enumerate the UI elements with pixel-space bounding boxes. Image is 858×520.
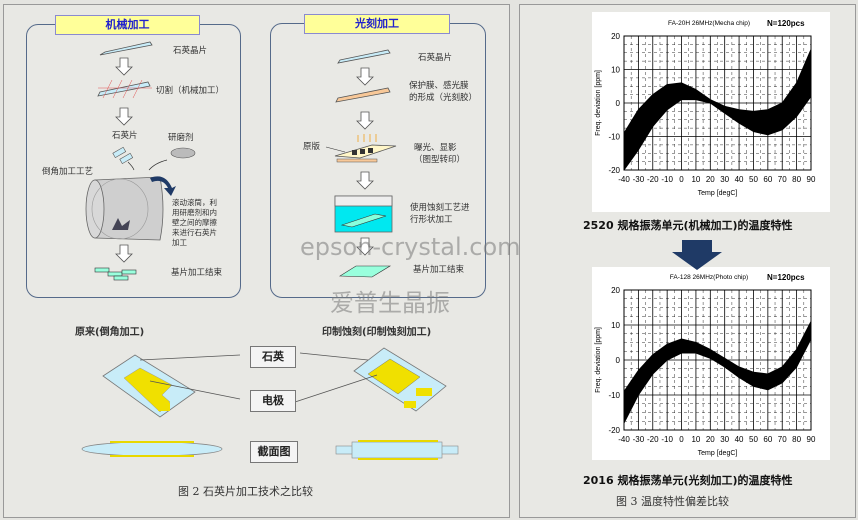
- y-tick-label: 20: [611, 32, 620, 41]
- mech-step-chamfer: 倒角加工工艺: [42, 167, 94, 177]
- x-tick-label: 80: [792, 435, 801, 444]
- mech-step-barrel-desc: 滚动滚筒，利用研磨剂和内壁之间的摩擦来进行石英片加工: [172, 198, 217, 247]
- chart-title: FA-20H 26MHz(Mecha chip): [668, 20, 750, 27]
- x-tick-label: 0: [679, 435, 684, 444]
- photo-title: 光刻加工: [304, 14, 450, 34]
- x-tick-label: 70: [778, 175, 787, 184]
- x-tick-label: 50: [749, 435, 758, 444]
- mask-wafer: [334, 144, 397, 159]
- photo-process-panel: [270, 23, 486, 298]
- chamfered-chip: [102, 354, 196, 418]
- compare-right-title: 印制蚀刻(印制蚀刻加工): [322, 327, 432, 338]
- watermark-brand: 爱普生晶振: [330, 289, 450, 317]
- x-tick-label: 0: [679, 175, 684, 184]
- label-cross-section: 截面图: [250, 441, 298, 463]
- etched-chip: [353, 347, 447, 412]
- finished-substrates: [339, 265, 392, 278]
- photo-step-mask: 原版: [303, 142, 321, 152]
- x-tick-label: -30: [633, 175, 645, 184]
- x-tick-label: 40: [735, 435, 744, 444]
- quartz-wafer: [99, 41, 153, 56]
- mech-step-pieces: 石英片: [112, 131, 138, 141]
- y-tick-label: 10: [611, 66, 620, 75]
- mech-step-wafer: 石英晶片: [173, 46, 208, 56]
- watermark-url: epson-crystal.com: [300, 233, 521, 261]
- compare-left-title: 原来(倒角加工): [75, 327, 145, 338]
- x-tick-label: 90: [807, 175, 816, 184]
- mech-step-cut: 切割（机械加工）: [156, 86, 225, 96]
- mechanical-process-panel: [26, 24, 241, 298]
- y-axis-label: Freq. deviation [ppm]: [595, 327, 602, 393]
- etched-cross-section: [335, 440, 459, 460]
- y-tick-label: -20: [608, 166, 620, 175]
- y-tick-label: 0: [616, 99, 621, 108]
- x-axis-label: Temp [degC]: [698, 190, 738, 197]
- photo-step-resist: 保护膜、感光膜的形成（光刻胶）: [409, 81, 478, 103]
- y-tick-label: -20: [608, 426, 620, 435]
- y-tick-label: -10: [608, 133, 620, 142]
- x-tick-label: 10: [691, 175, 700, 184]
- photo-step-etch: 使用蚀刻工艺进行形状加工: [410, 203, 470, 225]
- barrel-drum: [85, 176, 164, 241]
- photoresist-wafer: [335, 87, 391, 103]
- label-electrode: 电极: [250, 390, 296, 412]
- photo-step-expose: 曝光、显影（图型转印）: [414, 143, 466, 165]
- deviation-band: [623, 321, 812, 424]
- x-axis-label: Temp [degC]: [698, 450, 738, 457]
- deviation-band: [623, 48, 812, 171]
- x-tick-label: 60: [763, 175, 772, 184]
- sample-count: N=120pcs: [767, 273, 805, 282]
- x-tick-label: -10: [661, 435, 673, 444]
- rotation-arrow-icon: [150, 176, 176, 196]
- sample-count: N=120pcs: [767, 19, 805, 28]
- chart-mecha-caption: 2520 规格振荡单元(机械加工)的温度特性: [583, 219, 793, 232]
- x-tick-label: 40: [735, 175, 744, 184]
- process-illustrations: [81, 41, 459, 460]
- mech-step-abrasive: 研磨剂: [168, 133, 194, 143]
- x-tick-label: 30: [720, 435, 729, 444]
- x-tick-label: 10: [691, 435, 700, 444]
- figure2-caption: 图 2 石英片加工技术之比较: [178, 485, 313, 498]
- x-tick-label: -20: [647, 435, 659, 444]
- quartz-wafer: [337, 49, 391, 64]
- x-tick-label: 50: [749, 175, 758, 184]
- chart-photo-caption: 2016 规格振荡单元(光刻加工)的温度特性: [583, 474, 793, 487]
- mechanical-title: 机械加工: [55, 15, 200, 35]
- x-tick-label: 20: [706, 175, 715, 184]
- chart-title: FA-128 26MHz(Photo chip): [670, 274, 748, 281]
- figure3-caption: 图 3 温度特性偏差比较: [616, 495, 729, 508]
- x-tick-label: -40: [618, 435, 630, 444]
- y-axis-label: Freq. deviation [ppm]: [595, 70, 602, 136]
- x-tick-label: 30: [720, 175, 729, 184]
- down-arrow-icon: [672, 240, 722, 270]
- photo-step-wafer: 石英晶片: [418, 53, 453, 63]
- cut-wafer: [97, 81, 151, 97]
- quartz-pieces: [112, 146, 134, 165]
- y-tick-label: -10: [608, 391, 620, 400]
- x-tick-label: 70: [778, 435, 787, 444]
- mech-step-end: 基片加工结束: [171, 268, 223, 278]
- y-tick-label: 20: [611, 286, 620, 295]
- abrasive: [170, 147, 196, 159]
- photo-step-end: 基片加工结束: [413, 265, 465, 275]
- x-tick-label: -10: [661, 175, 673, 184]
- x-tick-label: -40: [618, 175, 630, 184]
- x-tick-label: 20: [706, 435, 715, 444]
- y-tick-label: 10: [611, 321, 620, 330]
- x-tick-label: -30: [633, 435, 645, 444]
- label-quartz: 石英: [250, 346, 296, 368]
- y-tick-label: 0: [616, 356, 621, 365]
- finished-substrates: [94, 267, 137, 281]
- x-tick-label: 60: [763, 435, 772, 444]
- x-tick-label: 80: [792, 175, 801, 184]
- x-tick-label: -20: [647, 175, 659, 184]
- x-tick-label: 90: [807, 435, 816, 444]
